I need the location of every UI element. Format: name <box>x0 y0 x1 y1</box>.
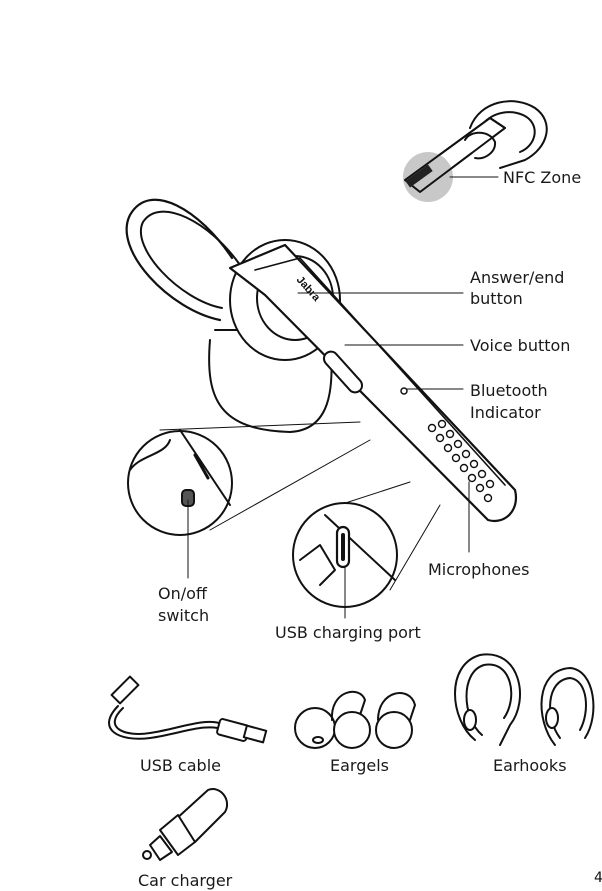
microphone-holes <box>427 419 495 503</box>
car-charger-label: Car charger <box>138 871 233 890</box>
bluetooth-label-line2: Indicator <box>470 403 541 422</box>
eargels-label: Eargels <box>330 756 389 775</box>
earhooks-illustration <box>454 653 595 746</box>
on-off-detail <box>127 421 371 579</box>
on-off-label-line1: On/off <box>158 584 207 603</box>
page-number: 4 <box>594 870 602 886</box>
microphones-label: Microphones <box>428 560 530 579</box>
usb-port-label: USB charging port <box>275 623 421 642</box>
answer-end-label-line1: Answer/end <box>470 268 565 287</box>
nfc-zone-label: NFC Zone <box>503 168 582 187</box>
bluetooth-label-line1: Bluetooth <box>470 381 548 400</box>
usb-port-detail <box>292 481 441 619</box>
answer-end-label-line2: button <box>470 289 523 308</box>
small-headset-illustration <box>403 100 548 202</box>
voice-button-label: Voice button <box>470 336 571 355</box>
eargels-illustration <box>294 690 416 749</box>
car-charger-illustration <box>142 788 228 861</box>
on-off-label-line2: switch <box>158 606 210 625</box>
voice-button-illustration <box>322 350 364 394</box>
bluetooth-led <box>400 387 408 395</box>
usb-cable-illustration <box>108 675 268 744</box>
earhooks-label: Earhooks <box>493 756 567 775</box>
usb-cable-label: USB cable <box>140 756 221 775</box>
main-headset-illustration: Jabra <box>125 198 518 553</box>
